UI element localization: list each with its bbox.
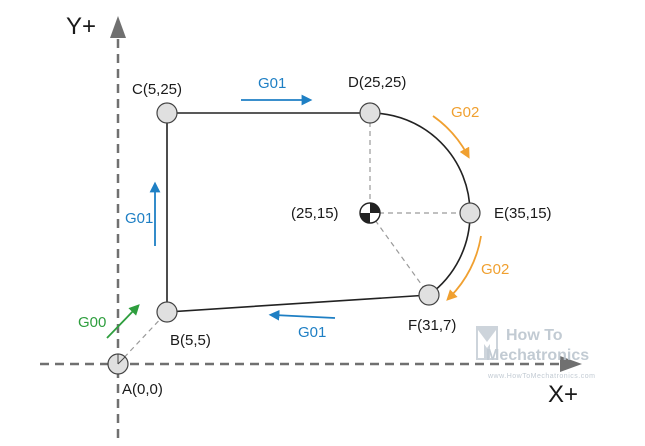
guide-a-b: [117, 311, 168, 365]
point-c: [156, 102, 178, 124]
point-e: [459, 202, 481, 224]
arc-center-icon: [359, 202, 381, 224]
point-d: [359, 102, 381, 124]
g01-bottom-label: G01: [298, 324, 326, 341]
watermark-logo: How To Mechatronics www.HowToMechatronic…: [476, 326, 595, 380]
point-b-label: B(5,5): [170, 332, 211, 349]
point-c-label: C(5,25): [132, 81, 182, 98]
guide-center-f: [369, 212, 430, 296]
point-f: [418, 284, 440, 306]
y-axis-label: Y+: [66, 13, 96, 40]
g00-arrow: [106, 304, 140, 339]
g01-top-label: G01: [258, 75, 286, 92]
y-axis-arrow-icon: [110, 16, 126, 38]
g01-up-label: G01: [125, 210, 153, 227]
point-f-label: F(31,7): [408, 317, 456, 334]
point-a-label: A(0,0): [122, 381, 163, 398]
g02-lower-arrow: [446, 235, 482, 301]
g02-upper-label: G02: [451, 104, 479, 121]
arc-center-label: (25,15): [291, 205, 339, 222]
tool-path: [166, 112, 471, 313]
x-axis-arrow-icon: [560, 356, 582, 372]
point-e-label: E(35,15): [494, 205, 552, 222]
g01-bottom-arrow: [268, 309, 336, 321]
point-b: [156, 301, 178, 323]
point-d-label: D(25,25): [348, 74, 406, 91]
watermark-url: www.HowToMechatronics.com: [487, 373, 595, 380]
g00-label: G00: [78, 314, 106, 331]
point-a: [107, 353, 129, 375]
g02-lower-label: G02: [481, 261, 509, 278]
watermark-line2: Mechatronics: [486, 347, 589, 364]
watermark-line1: How To: [506, 327, 563, 344]
x-axis-label: X+: [548, 381, 578, 408]
g02-upper-arrow: [432, 115, 470, 159]
